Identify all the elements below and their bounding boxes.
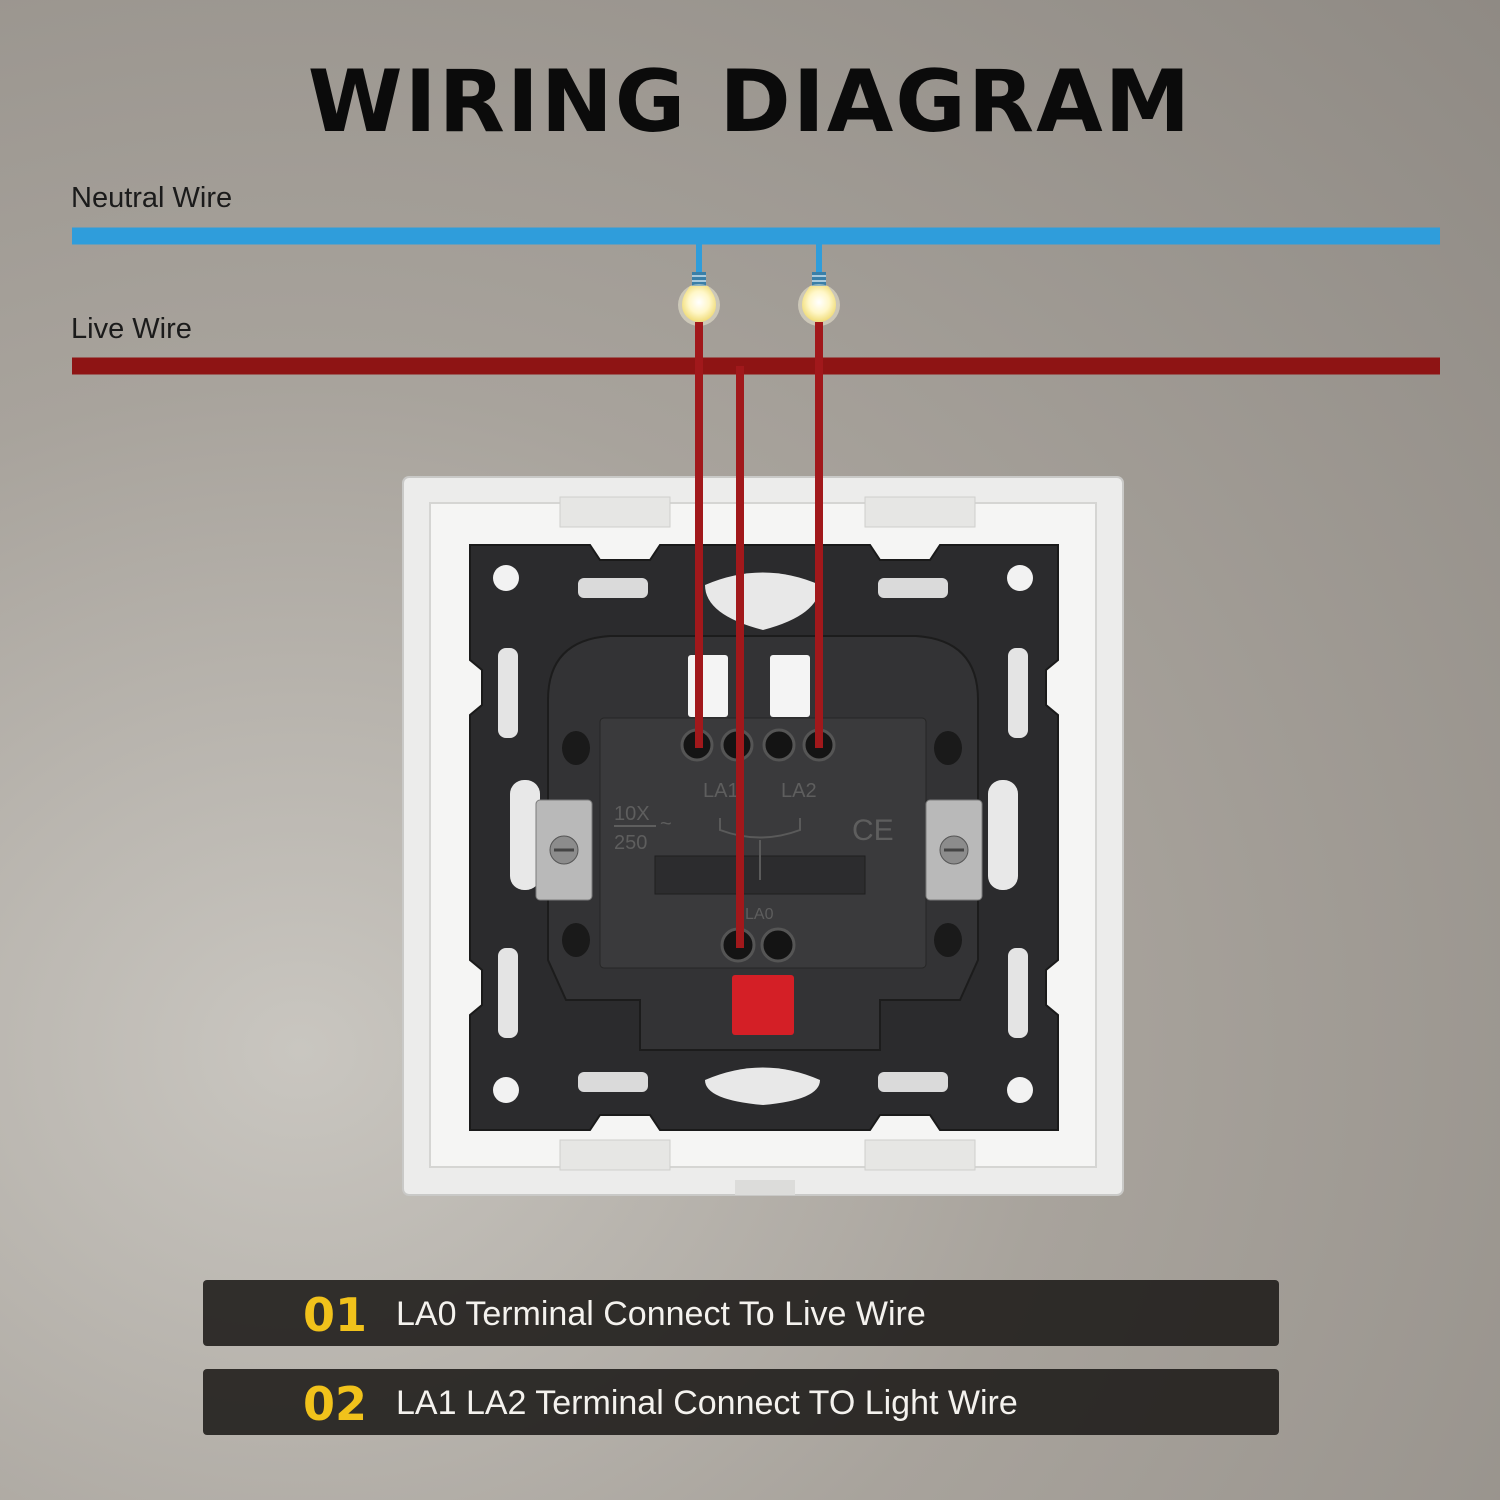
light-bulb-icon	[798, 272, 840, 326]
note-text: LA1 LA2 Terminal Connect TO Light Wire	[396, 1384, 1018, 1422]
rating-top-text: 10X	[614, 803, 650, 825]
note-number: 02	[303, 1377, 368, 1431]
terminal-label-la1: LA1	[703, 780, 739, 802]
rating-bottom-text: 250	[614, 832, 647, 854]
light-bulb-icon	[678, 272, 720, 326]
instruction-note-1: 01 LA0 Terminal Connect To Live Wire	[203, 1280, 1279, 1346]
neutral-wire-label: Neutral Wire	[71, 182, 233, 214]
release-button-red	[732, 975, 794, 1035]
rating-ac-symbol: ~	[660, 813, 672, 835]
live-wire-label: Live Wire	[71, 313, 192, 345]
ce-mark: CE	[852, 814, 894, 847]
note-number: 01	[303, 1288, 368, 1342]
switch-mechanism: LA1 LA2 LA0 10X 250 ~ CE	[535, 635, 983, 1051]
terminal-label-la2: LA2	[781, 780, 817, 802]
terminal-label-la0: LA0	[745, 906, 774, 923]
instruction-note-2: 02 LA1 LA2 Terminal Connect TO Light Wir…	[203, 1369, 1279, 1435]
screw-clamp-right	[925, 799, 983, 901]
screw-clamp-left	[535, 799, 593, 901]
note-text: LA0 Terminal Connect To Live Wire	[396, 1295, 926, 1333]
diagram-title: WIRING DIAGRAM	[307, 52, 1193, 152]
